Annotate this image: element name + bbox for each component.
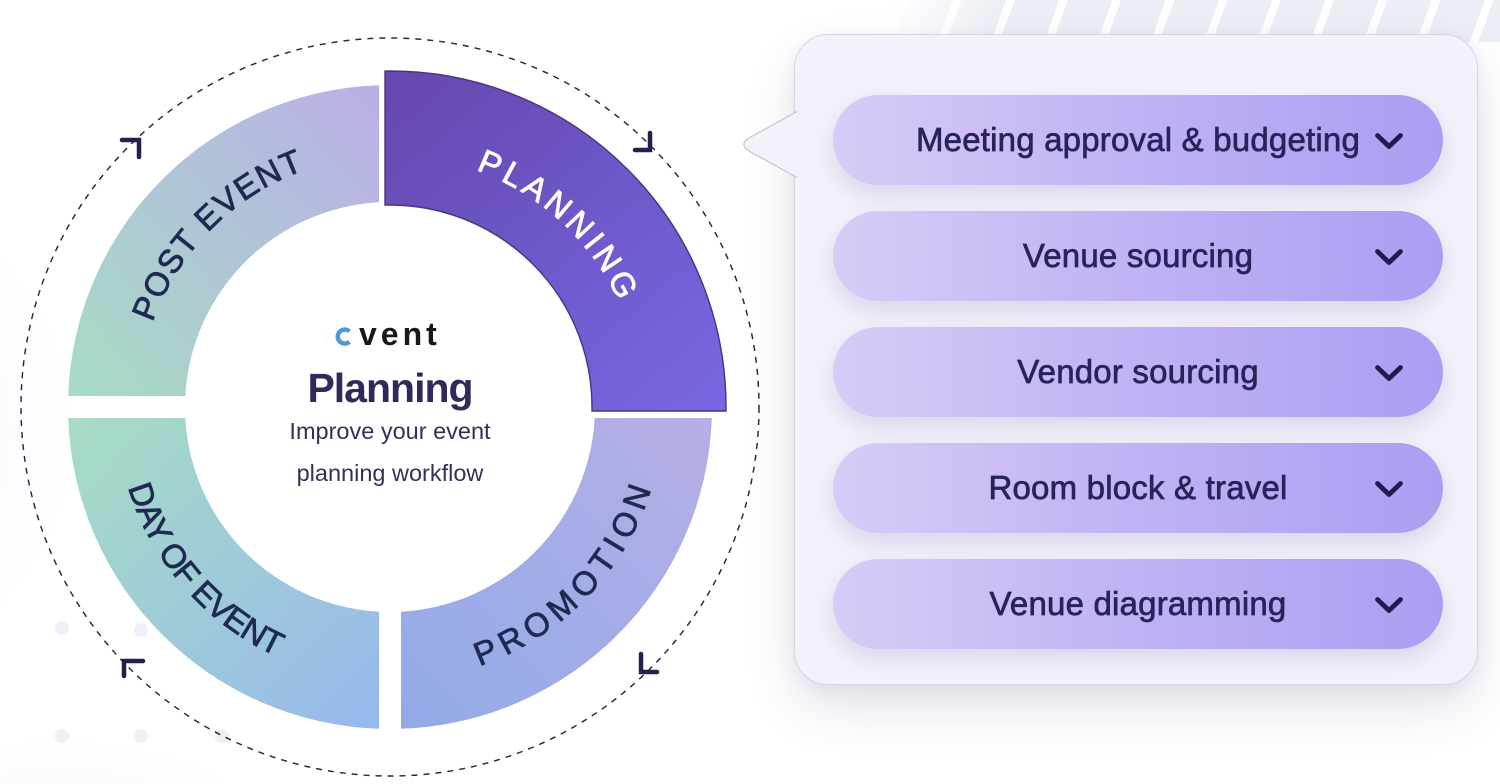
svg-text:vent: vent [359,316,441,352]
